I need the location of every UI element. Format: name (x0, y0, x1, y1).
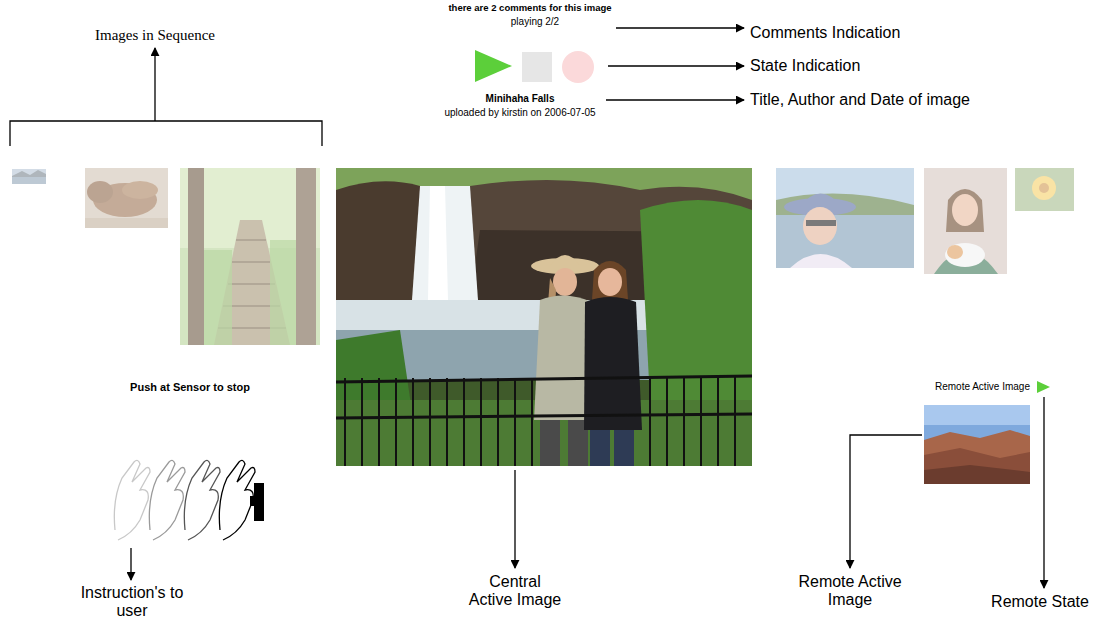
thumb-woman-cat (924, 168, 1007, 274)
instruction-text: Push at Sensor to stop (100, 381, 280, 394)
play-count: playing 2/2 (470, 16, 600, 28)
annotation-label: Remote State (974, 593, 1106, 611)
stop-icon (522, 52, 552, 82)
sensor (254, 483, 264, 521)
annotation-label: Instruction's to user (72, 584, 192, 621)
thumb-lake (12, 169, 46, 184)
annotation-label: Comments Indication (750, 24, 1105, 42)
central-photo (336, 168, 752, 466)
annotation-label: State Indication (750, 57, 1105, 75)
record-icon (562, 51, 594, 83)
play-icon (475, 50, 512, 82)
thumb-forest-path (180, 168, 320, 345)
thumb-flower (1015, 168, 1074, 211)
comment-count: there are 2 comments for this image (380, 3, 680, 14)
image-title: Minihaha Falls (400, 93, 640, 105)
annotation-label: Central Active Image (467, 573, 563, 610)
hand-sequence (114, 460, 255, 540)
annotation-label: Title, Author and Date of image (750, 91, 1105, 109)
remote-photo (924, 405, 1030, 484)
thumb-woman-hat (776, 168, 914, 268)
image-byline: uploaded by kirstin on 2006-07-05 (380, 107, 660, 119)
annotation-label: Images in Sequence (60, 27, 250, 44)
annotation-label: Remote Active Image (794, 573, 906, 610)
sensor-eye (250, 496, 254, 506)
remote-play-icon (1037, 381, 1050, 393)
thumb-dog (85, 168, 168, 228)
annotation-lines (10, 28, 1044, 588)
remote-caption: Remote Active Image (880, 381, 1030, 393)
